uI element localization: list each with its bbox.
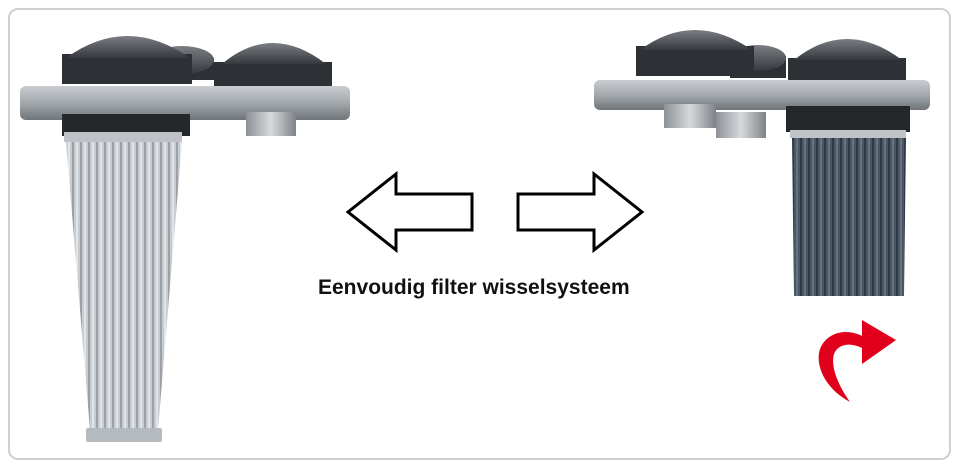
caption-text: Eenvoudig filter wisselsysteem xyxy=(318,276,630,299)
right-thread-2 xyxy=(716,112,766,138)
left-flange xyxy=(20,86,350,120)
left-cap-right xyxy=(214,43,332,86)
left-pleated-filter xyxy=(66,142,182,430)
arrow-right-outline-icon xyxy=(516,170,645,254)
left-thread xyxy=(246,112,296,136)
right-thread-1 xyxy=(664,104,716,128)
right-cap-main xyxy=(636,30,754,76)
arrow-left-outline-icon xyxy=(345,170,474,254)
left-cap-main xyxy=(62,36,192,84)
right-flange xyxy=(594,80,930,110)
right-pleated-filter xyxy=(792,138,906,296)
right-collar xyxy=(786,106,910,132)
curved-arrow-icon xyxy=(818,320,896,402)
left-collar xyxy=(62,114,190,136)
right-cap-right xyxy=(788,39,906,84)
